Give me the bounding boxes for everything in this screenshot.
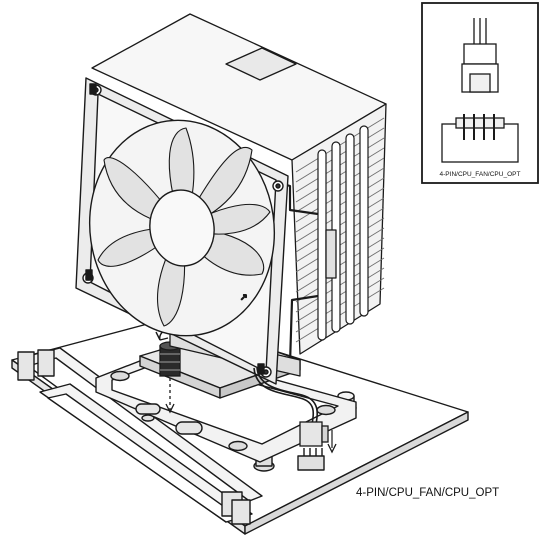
connector-inset: 4-PIN/CPU_FAN/CPU_OPT — [421, 2, 539, 184]
fan-cable — [253, 367, 318, 425]
inset-header-label: 4-PIN/CPU_FAN/CPU_OPT — [440, 171, 521, 178]
inset-plug-icon — [461, 18, 499, 93]
cpu-fan-header — [297, 448, 325, 471]
ram-slots — [17, 347, 263, 525]
connector-callout-label: 4-PIN/CPU_FAN/CPU_OPT — [356, 487, 499, 499]
inset-header-icon — [441, 114, 519, 163]
mounting-bracket — [95, 349, 357, 463]
fan-clip-tips — [85, 83, 265, 375]
fan-plug — [299, 421, 337, 454]
fan-hub — [149, 189, 215, 267]
heatsink — [91, 13, 387, 377]
fan: ↗ — [75, 77, 289, 385]
heat-pipes — [317, 125, 369, 341]
fan-brand-mark: ↗ — [240, 292, 248, 302]
